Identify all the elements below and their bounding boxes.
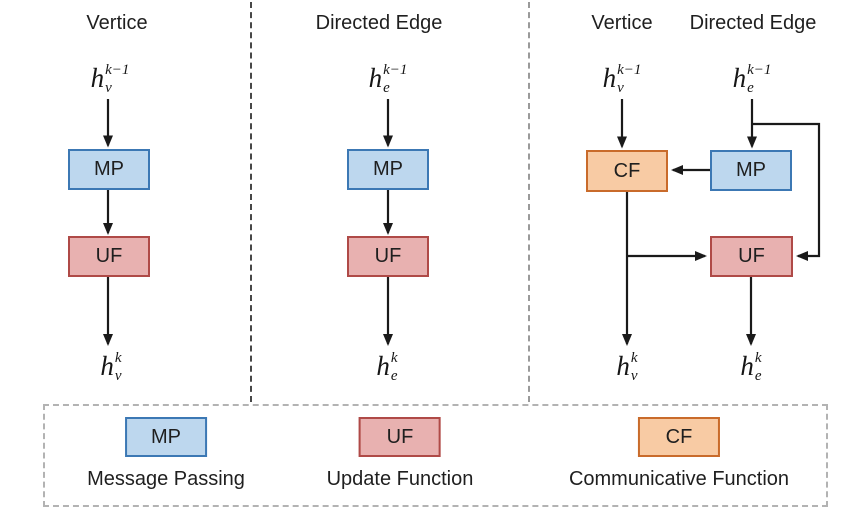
panel-divider-2 [528,2,530,402]
math-scripts: k−1 v [105,63,129,96]
math-sub: e [754,368,762,384]
legend-cf-label: Communicative Function [568,468,790,490]
math-sub: v [105,80,112,96]
math-scripts: k−1 v [617,63,641,96]
legend: MP Message Passing UF Update Function CF… [43,404,828,507]
panel1-mp-box: MP [68,149,150,190]
legend-item-mp: MP Message Passing [87,417,245,489]
math-base: h [90,63,105,93]
math-sup: k−1 [383,62,408,78]
legend-mp-label: Message Passing [87,468,245,490]
panel2-title: Directed Edge [315,12,443,34]
math-sub: v [617,80,624,96]
math-base: h [100,351,114,381]
legend-item-cf: CF Communicative Function [569,417,789,489]
panel2-mp-box: MP [347,149,429,190]
math-sup: k [390,350,398,366]
math-sub: v [114,368,122,384]
math-scripts: k−1 e [747,63,771,96]
legend-mp-box: MP [125,417,207,457]
panel1-uf-box: UF [68,236,150,277]
panel3-cf-box: CF [586,150,668,192]
math-sub: e [747,80,754,96]
math-sub: v [630,368,638,384]
math-base: h [602,63,617,93]
math-sup: k−1 [617,62,642,78]
panel2-uf-box: UF [347,236,429,277]
panel3-title-edge: Directed Edge [689,12,817,34]
math-base: h [368,63,383,93]
panel3-uf-box: UF [710,236,793,277]
math-sub: e [390,368,398,384]
legend-cf-box: CF [638,417,720,457]
math-sup: k [114,350,122,366]
math-base: h [732,63,747,93]
panel3-title-vertice: Vertice [591,12,653,34]
legend-uf-box: UF [358,417,441,457]
legend-item-uf: UF Update Function [326,417,474,490]
math-base: h [376,351,390,381]
math-sup: k [630,350,638,366]
math-sub: e [383,80,390,96]
math-scripts: k−1 e [383,63,407,96]
panel-divider-1 [250,2,252,402]
panel3-mp-box: MP [710,150,792,191]
math-sup: k−1 [105,62,130,78]
math-sup: k [754,350,762,366]
legend-uf-label: Update Function [326,468,474,490]
panel1-title: Vertice [86,12,148,34]
math-sup: k−1 [747,62,772,78]
math-base: h [740,351,754,381]
math-base: h [616,351,630,381]
